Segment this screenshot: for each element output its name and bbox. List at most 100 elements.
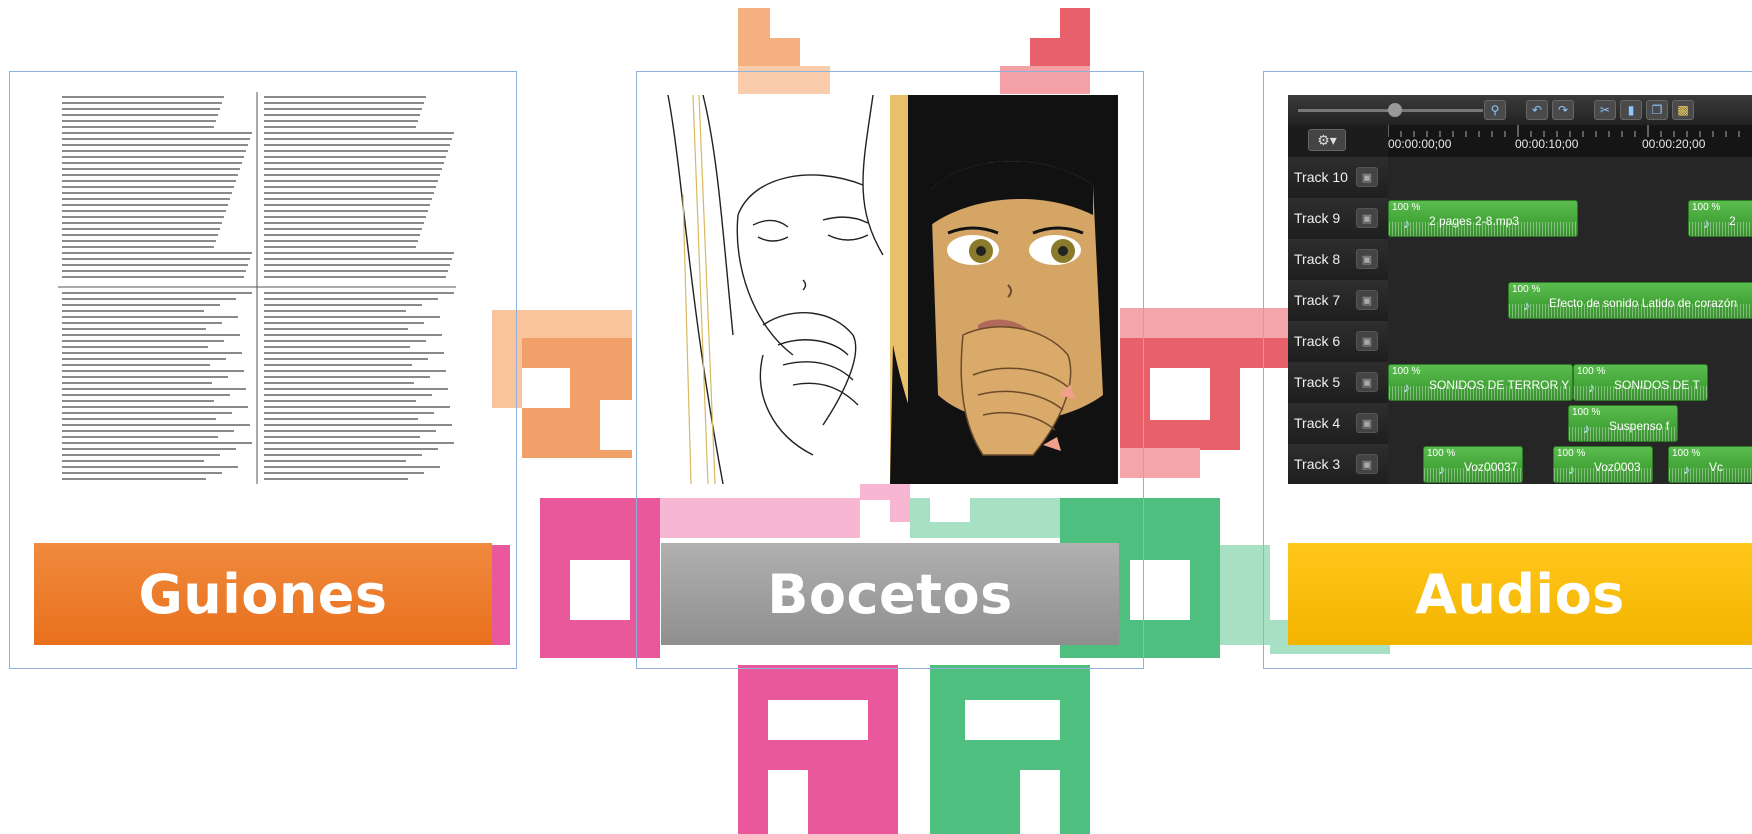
ruler-ticks <box>1387 125 1740 137</box>
bocetos-label: Bocetos <box>661 543 1119 645</box>
clip-name: Efecto de sonido Latido de corazón <box>1549 296 1738 310</box>
track-header[interactable]: Track 10 ▣ <box>1288 157 1388 198</box>
lock-icon[interactable]: ▣ <box>1356 167 1378 187</box>
audio-clip[interactable]: 100 %♪2 <box>1688 200 1752 237</box>
paste-icon[interactable]: ▩ <box>1672 100 1694 120</box>
audios-panel <box>1263 71 1752 669</box>
track-lane[interactable]: 100 %♪Suspenso f <box>1388 403 1752 444</box>
track-header[interactable]: Track 6 ▣ <box>1288 321 1388 362</box>
waveform <box>1574 386 1707 400</box>
track-header[interactable]: Track 7 ▣ <box>1288 280 1388 321</box>
clip-volume: 100 % <box>1672 448 1701 459</box>
clip-volume: 100 % <box>1427 448 1456 459</box>
track-name: Track 6 <box>1294 333 1341 349</box>
zoom-icon[interactable]: ⚲ <box>1484 100 1506 120</box>
track-name: Track 9 <box>1294 210 1341 226</box>
cut-icon[interactable]: ✂ <box>1594 100 1616 120</box>
audio-clip[interactable]: 100 %♪2 pages 2-8.mp3 <box>1388 200 1578 237</box>
clip-name: Vc <box>1709 460 1724 474</box>
settings-gear-button[interactable]: ⚙▾ <box>1308 129 1346 151</box>
track-row[interactable]: Track 9 ▣ 100 % ♪ 2 pages 2-8.mp3 100 %♪2 <box>1288 198 1752 239</box>
track-lane[interactable] <box>1388 157 1752 198</box>
track-name: Track 4 <box>1294 415 1341 431</box>
waveform <box>1669 468 1752 482</box>
clip-name: Suspenso f <box>1609 419 1670 433</box>
clip-name: 2 pages 2-8.mp3 <box>1429 214 1520 228</box>
clip-volume: 100 % <box>1557 448 1586 459</box>
track-lane[interactable]: 100 %♪Efecto de sonido Latido de corazón <box>1388 280 1752 321</box>
bottom-ornament <box>440 482 1390 834</box>
track-header[interactable]: Track 3 ▣ <box>1288 444 1388 484</box>
audio-clip[interactable]: 100 %♪SONIDOS DE T <box>1573 364 1708 401</box>
copy-icon[interactable]: ❐ <box>1646 100 1668 120</box>
track-name: Track 5 <box>1294 374 1341 390</box>
clip-volume: 100 % <box>1392 366 1421 377</box>
music-note-icon: ♪ <box>1683 461 1690 477</box>
music-note-icon: ♪ <box>1438 461 1445 477</box>
track-header[interactable]: Track 5 ▣ <box>1288 362 1388 403</box>
audio-clip[interactable]: 100 % ♪ Voz0003 <box>1553 446 1653 483</box>
track-row[interactable]: Track 10 ▣ <box>1288 157 1752 198</box>
audio-clip[interactable]: 100 %♪SONIDOS DE TERROR Y <box>1388 364 1573 401</box>
lock-icon[interactable]: ▣ <box>1356 249 1378 269</box>
track-name: Track 3 <box>1294 456 1341 472</box>
track-lane[interactable] <box>1388 239 1752 280</box>
guiones-panel <box>9 71 517 669</box>
split-icon[interactable]: ▮ <box>1620 100 1642 120</box>
timecode-1: 00:00:10;00 <box>1515 137 1579 151</box>
left-ornament <box>492 310 632 458</box>
music-note-icon: ♪ <box>1568 461 1575 477</box>
lock-icon[interactable]: ▣ <box>1356 208 1378 228</box>
clip-name: 2 <box>1729 214 1736 228</box>
track-name: Track 7 <box>1294 292 1341 308</box>
audio-clip[interactable]: 100 %♪Suspenso f <box>1568 405 1678 442</box>
track-header[interactable]: Track 4 ▣ <box>1288 403 1388 444</box>
audio-clip[interactable]: 100 % ♪ Voz00037 <box>1423 446 1523 483</box>
clip-name: Voz00037 <box>1464 460 1518 474</box>
audio-clip[interactable]: 100 % ♪ Vc <box>1668 446 1752 483</box>
timecode-0: 00:00:00;00 <box>1388 137 1452 151</box>
track-lane[interactable] <box>1388 321 1752 362</box>
waveform <box>1424 468 1522 482</box>
waveform <box>1389 222 1577 236</box>
guiones-label: Guiones <box>34 543 492 645</box>
lock-icon[interactable]: ▣ <box>1356 454 1378 474</box>
track-header[interactable]: Track 9 ▣ <box>1288 198 1388 239</box>
track-row[interactable]: Track 4 ▣ 100 %♪Suspenso f <box>1288 403 1752 444</box>
lock-icon[interactable]: ▣ <box>1356 331 1378 351</box>
character-sketch <box>663 95 1118 484</box>
track-lane[interactable]: 100 % ♪ 2 pages 2-8.mp3 100 %♪2 <box>1388 198 1752 239</box>
clip-name: Voz0003 <box>1594 460 1641 474</box>
track-row[interactable]: Track 6 ▣ <box>1288 321 1752 362</box>
track-row[interactable]: Track 8 ▣ <box>1288 239 1752 280</box>
script-document-image <box>58 92 456 484</box>
music-note-icon: ♪ <box>1588 379 1595 395</box>
waveform <box>1569 427 1677 441</box>
clip-volume: 100 % <box>1692 202 1721 213</box>
lock-icon[interactable]: ▣ <box>1356 413 1378 433</box>
audio-clip[interactable]: 100 %♪Efecto de sonido Latido de corazón <box>1508 282 1752 319</box>
track-header[interactable]: Track 8 ▣ <box>1288 239 1388 280</box>
undo-icon[interactable]: ↶ <box>1526 100 1548 120</box>
music-note-icon: ♪ <box>1523 297 1530 313</box>
clip-name: SONIDOS DE T <box>1614 378 1700 392</box>
audios-label: Audios <box>1288 543 1752 645</box>
audio-editor-timeline: ⚲ ↶ ↷ ✂ ▮ ❐ ▩ ⚙▾ 00:00:00;00 00:00:10;00… <box>1288 95 1752 484</box>
track-name: Track 8 <box>1294 251 1341 267</box>
clip-name: SONIDOS DE TERROR Y <box>1429 378 1570 392</box>
timeline-ruler[interactable] <box>1387 125 1752 157</box>
lock-icon[interactable]: ▣ <box>1356 290 1378 310</box>
redo-icon[interactable]: ↷ <box>1552 100 1574 120</box>
track-row[interactable]: Track 7▣100 %♪Efecto de sonido Latido de… <box>1288 280 1752 321</box>
sketch-comparison-image <box>663 95 1118 484</box>
waveform <box>1509 304 1752 318</box>
lock-icon[interactable]: ▣ <box>1356 372 1378 392</box>
music-note-icon: ♪ <box>1403 215 1410 231</box>
track-lane[interactable]: 100 % ♪ Voz00037 100 % ♪ Voz0003 100 % ♪ Vc <box>1388 444 1752 484</box>
track-name: Track 10 <box>1294 169 1348 185</box>
zoom-slider-handle[interactable] <box>1388 103 1402 117</box>
